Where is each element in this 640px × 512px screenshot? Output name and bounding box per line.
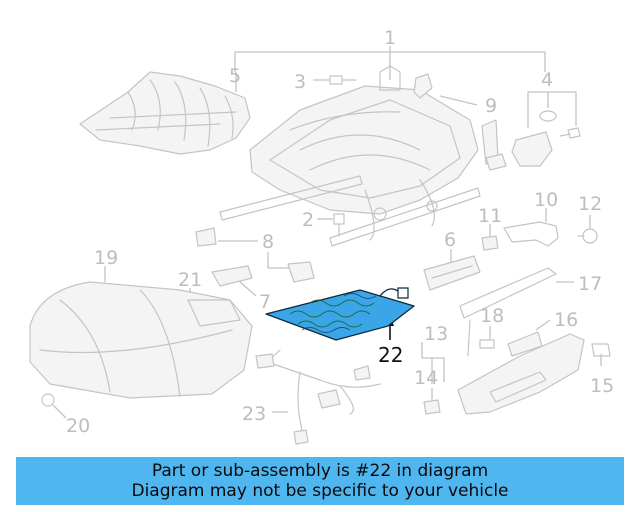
callout-2: 2: [302, 209, 314, 231]
part-22-seat-heater: [265, 287, 415, 341]
callout-12: 12: [578, 193, 602, 215]
part-19-seat-cushion: [29, 281, 253, 399]
callout-16: 16: [554, 309, 578, 331]
callout-7: 7: [259, 291, 271, 313]
callout-13: 13: [424, 323, 448, 345]
callout-10: 10: [534, 189, 558, 211]
callout-3: 3: [294, 71, 306, 93]
callout-labels: 1 2 3 4 5 6 7 8 9 10 11 12 13 14 15 16 1…: [66, 27, 614, 437]
leader-lines: [52, 46, 602, 419]
callout-21: 21: [178, 269, 202, 291]
callout-4: 4: [541, 69, 553, 91]
info-banner: Part or sub-assembly is #22 in diagram D…: [16, 457, 624, 505]
small-hardware-parts: [41, 73, 611, 415]
callout-19: 19: [94, 247, 118, 269]
callout-14: 14: [414, 367, 438, 389]
callout-6: 6: [444, 229, 456, 251]
callout-18: 18: [480, 305, 504, 327]
banner-line-part-number: Part or sub-assembly is #22 in diagram: [151, 461, 489, 481]
part-23-wiring-harness: [255, 349, 381, 445]
callout-23: 23: [242, 403, 266, 425]
part-5-seat-mat: [79, 71, 251, 155]
callout-15: 15: [590, 375, 614, 397]
callout-20: 20: [66, 415, 90, 437]
callout-5: 5: [229, 65, 241, 87]
part-1-seat-frame: [219, 65, 481, 247]
callout-11: 11: [478, 205, 502, 227]
callout-1: 1: [384, 27, 396, 49]
callout-9: 9: [485, 95, 497, 117]
callout-8: 8: [262, 231, 274, 253]
banner-line-disclaimer: Diagram may not be specific to your vehi…: [131, 481, 509, 501]
callout-22: 22: [378, 343, 403, 367]
callout-17: 17: [578, 273, 602, 295]
